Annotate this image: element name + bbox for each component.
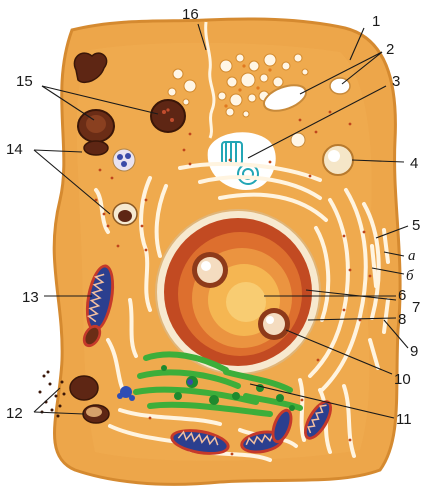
label-6: 6 bbox=[398, 287, 406, 304]
label-7: 7 bbox=[412, 299, 420, 316]
label-14: 14 bbox=[6, 141, 23, 158]
cell-center bbox=[207, 132, 276, 191]
mitochondrion-small bbox=[82, 324, 102, 348]
lysosome-small bbox=[83, 140, 109, 156]
label-13: 13 bbox=[22, 289, 39, 306]
vesicle-top-right bbox=[290, 132, 306, 148]
lysosome-core bbox=[328, 150, 340, 162]
label-16: 16 bbox=[182, 6, 199, 23]
label-5: 5 bbox=[412, 217, 420, 234]
label-a: а bbox=[408, 248, 416, 264]
nucleolus bbox=[258, 308, 290, 340]
lysosome-mid bbox=[150, 99, 186, 133]
centrosome-blue bbox=[117, 386, 135, 401]
leader-lines bbox=[33, 23, 409, 419]
mitochondrion-bottom bbox=[170, 429, 230, 455]
label-8: 8 bbox=[398, 311, 406, 328]
label-9: 9 bbox=[410, 343, 418, 360]
exocytosis-vesicles bbox=[69, 375, 110, 424]
label-10: 10 bbox=[394, 371, 411, 388]
label-b: б bbox=[406, 268, 414, 284]
centriole-cylinder bbox=[221, 141, 259, 185]
label-11: 11 bbox=[396, 411, 412, 428]
golgi-inner-vesicle bbox=[187, 379, 193, 385]
label-3: 3 bbox=[392, 73, 400, 90]
lysosome-mid-dot bbox=[170, 118, 174, 122]
nucleolus-upper bbox=[192, 252, 228, 288]
label-1: 1 bbox=[372, 13, 380, 30]
golgi-apparatus bbox=[133, 351, 303, 417]
secretory-vesicles bbox=[167, 53, 309, 118]
mitochondria bbox=[82, 264, 332, 455]
lysosome-blob bbox=[73, 52, 108, 84]
membrane-fold bbox=[204, 21, 216, 139]
mitochondrion-bottom-4 bbox=[271, 408, 293, 444]
multivesicular-body bbox=[112, 148, 136, 172]
label-2: 2 bbox=[386, 41, 394, 58]
mitochondrion-bottom-3 bbox=[304, 400, 332, 440]
secreted-particles bbox=[38, 370, 66, 418]
lysosome-mid-dot bbox=[162, 110, 166, 114]
nucleus bbox=[155, 209, 321, 375]
lysosomes-group bbox=[73, 52, 186, 156]
lysosome-large-core bbox=[86, 115, 106, 133]
phagosome bbox=[112, 202, 138, 226]
large-vacuole bbox=[262, 84, 308, 112]
label-15: 15 bbox=[16, 73, 33, 90]
lysosome-mid-dot bbox=[166, 108, 170, 112]
label-4: 4 bbox=[410, 155, 418, 172]
mitochondrion bbox=[85, 264, 115, 332]
label-12: 12 bbox=[6, 405, 23, 422]
